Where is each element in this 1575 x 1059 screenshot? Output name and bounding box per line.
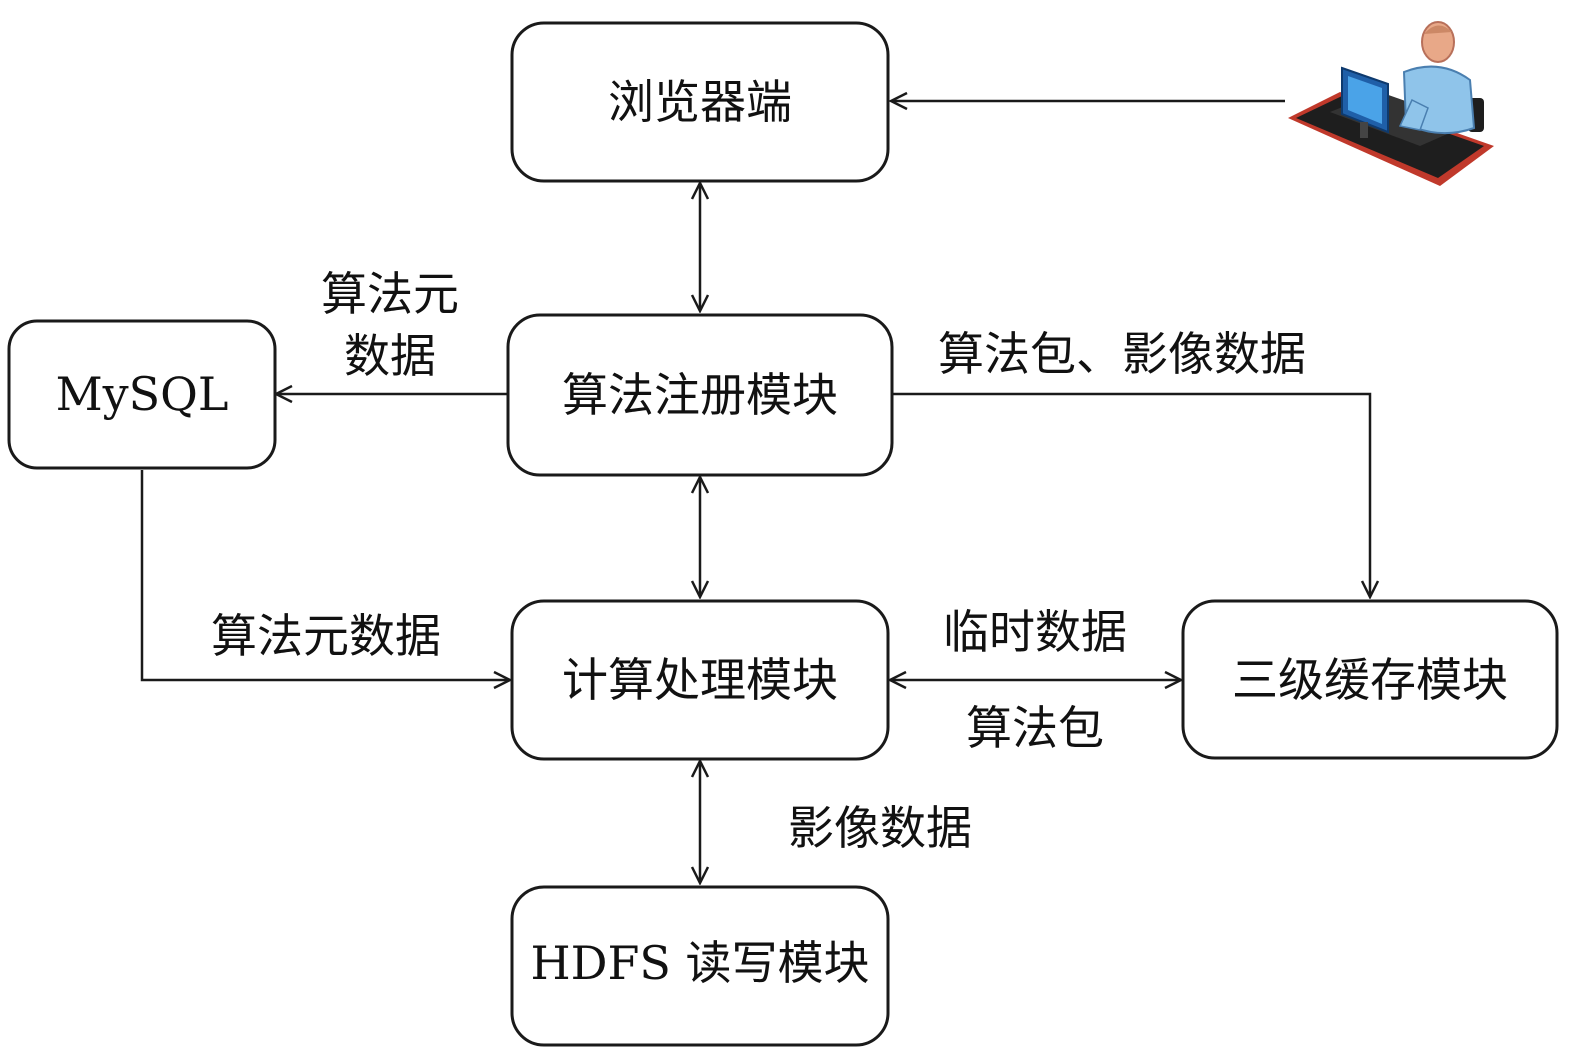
label-meta-top-line1: 算法元: [321, 267, 459, 321]
node-browser-label: 浏览器端: [608, 75, 792, 129]
node-cache-label: 三级缓存模块: [1232, 653, 1508, 707]
node-browser: 浏览器端: [510, 21, 890, 183]
node-algorithm-register: 算法注册模块: [506, 313, 894, 477]
label-meta-bottom: 算法元数据: [211, 609, 441, 663]
label-image-data: 影像数据: [788, 801, 972, 855]
label-temp-data: 临时数据: [943, 605, 1127, 659]
node-mysql: MySQL: [7, 319, 277, 470]
label-pkg-image: 算法包、影像数据: [938, 327, 1306, 381]
node-hdfs: HDFS 读写模块: [510, 885, 890, 1047]
node-compute-label: 计算处理模块: [562, 653, 838, 707]
node-algorithm-register-label: 算法注册模块: [562, 368, 838, 422]
label-meta-top-line2: 数据: [344, 329, 436, 383]
edge-register-to-cache: [893, 392, 1370, 597]
user-at-computer-icon: [1288, 21, 1494, 186]
node-compute: 计算处理模块: [510, 599, 890, 761]
node-hdfs-label: HDFS 读写模块: [530, 936, 869, 990]
edge-mysql-to-compute: [140, 470, 510, 680]
label-pkg: 算法包: [966, 701, 1104, 755]
node-mysql-label: MySQL: [56, 367, 229, 421]
node-cache: 三级缓存模块: [1181, 599, 1559, 760]
